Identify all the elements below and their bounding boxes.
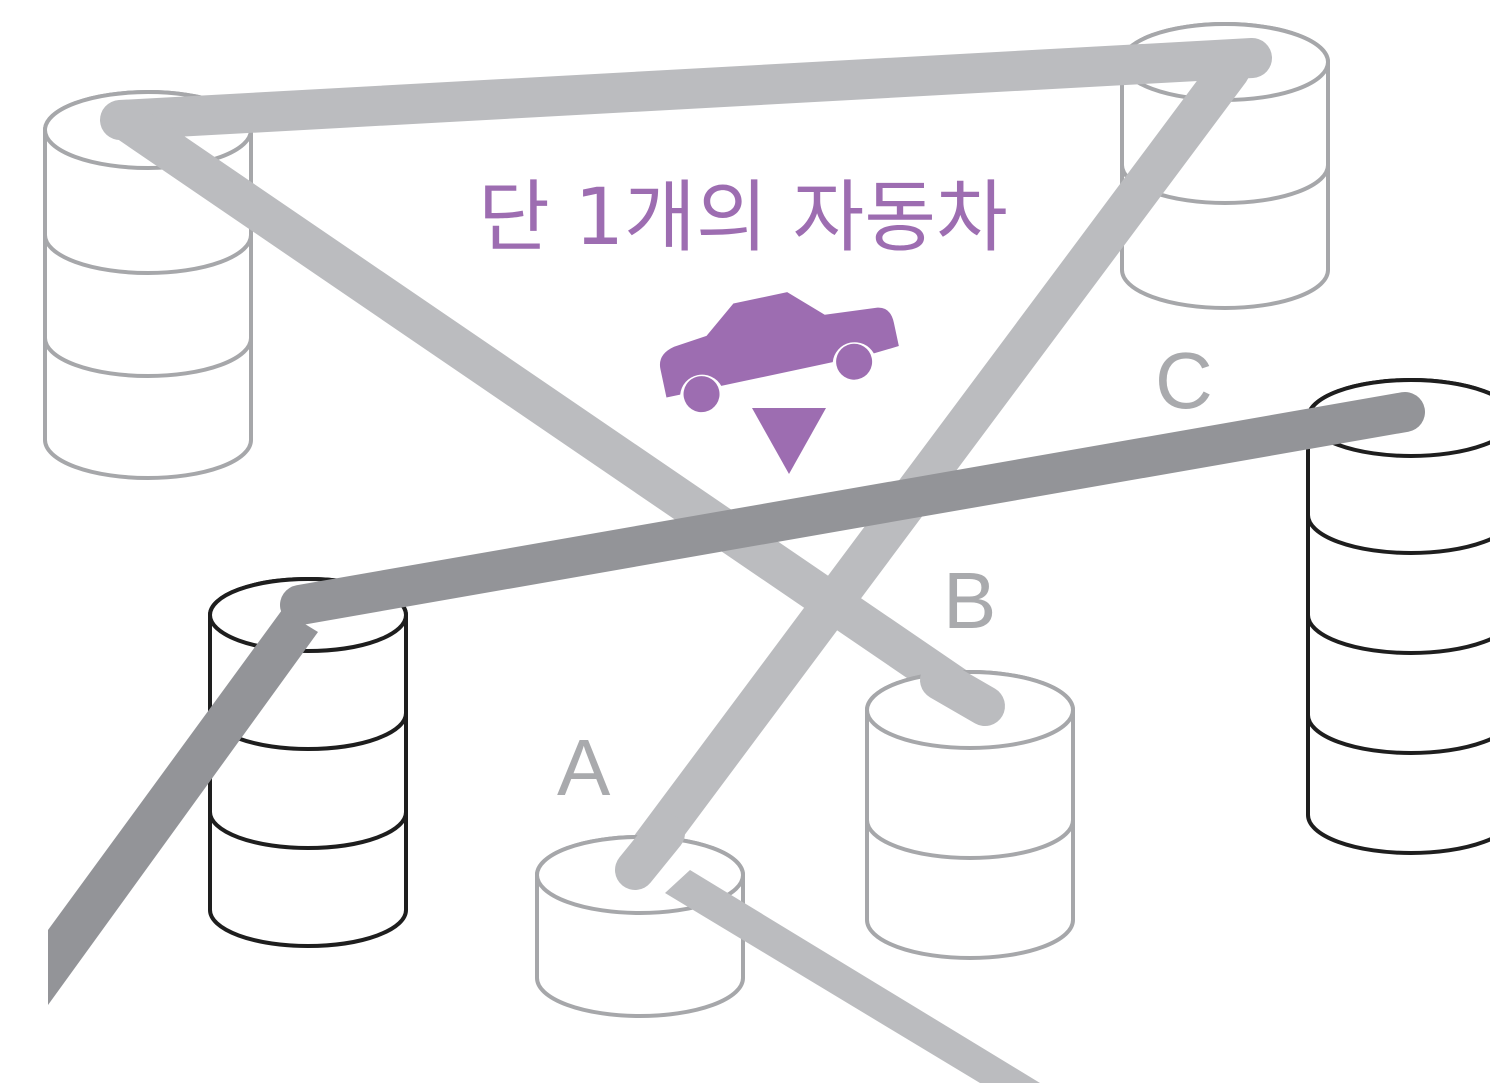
road-a-exit (665, 870, 1040, 1083)
road-c-exit (48, 610, 318, 1005)
road-a (615, 50, 1250, 888)
label-b: B (943, 556, 996, 645)
car-icon (659, 292, 899, 413)
road-top (100, 38, 1272, 140)
label-c: C (1155, 336, 1213, 425)
diagram-title: 단 1개의 자동차 (478, 173, 1008, 263)
road-c (280, 392, 1425, 625)
down-triangle-marker-icon (752, 408, 826, 474)
label-a: A (557, 723, 611, 812)
pillar-right (1306, 378, 1490, 855)
